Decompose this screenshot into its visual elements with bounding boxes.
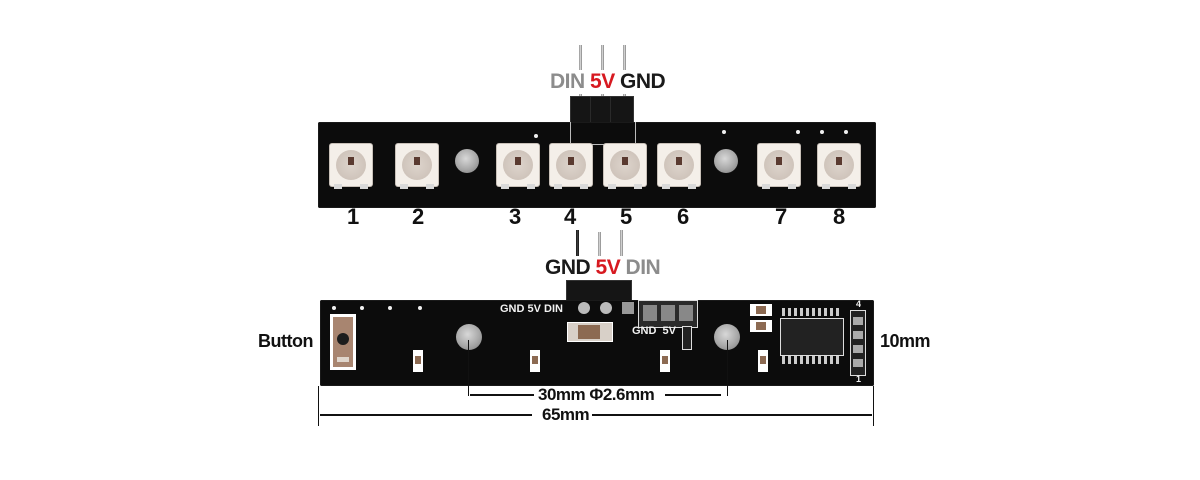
label-gnd: GND: [545, 256, 591, 279]
led-8: [818, 144, 860, 189]
silkscreen-jumper-labels: GND 5V: [632, 325, 677, 337]
via: [332, 306, 336, 310]
led-1: [330, 144, 372, 189]
led-number-5: 5: [620, 204, 632, 229]
capacitor: [567, 322, 613, 342]
button-label: Button: [258, 331, 313, 351]
top-connector-labels: DIN 5V GND: [548, 70, 668, 94]
mounting-hole: [714, 149, 738, 173]
via: [360, 306, 364, 310]
label-gnd: GND: [620, 70, 666, 93]
label-din: DIN: [625, 256, 661, 279]
bottom-view: GND 5V DIN Button 10mm GND 5V DIN: [0, 230, 1200, 480]
mounting-hole: [456, 324, 482, 350]
label-5v: 5V: [590, 70, 615, 93]
led-7: [758, 144, 800, 189]
solder-pad: [578, 302, 590, 314]
length-line-left: [320, 414, 532, 416]
tactile-button: [330, 314, 356, 370]
led-number-1: 1: [347, 204, 359, 229]
jumper-pads: [638, 300, 698, 328]
resistor: [750, 304, 772, 316]
pcb-bottom: GND 5V DIN GND 5V: [320, 299, 874, 386]
silkscreen-pin-labels: GND 5V DIN: [500, 303, 563, 315]
resistor: [660, 350, 670, 372]
resistor: [682, 326, 692, 350]
led-4: [550, 144, 592, 189]
led-number-2: 2: [412, 204, 424, 229]
led-number-3: 3: [509, 204, 521, 229]
via: [844, 130, 848, 134]
connector-pin-1: 1: [856, 374, 862, 384]
led-number-8: 8: [833, 204, 845, 229]
hole-spacing-line-left: [470, 394, 534, 396]
via: [534, 134, 538, 138]
label-din: DIN: [550, 70, 585, 93]
hole-spacing-tick-left: [468, 340, 469, 396]
via: [418, 306, 422, 310]
connector-pin-4: 4: [856, 299, 862, 309]
header-solder-area: [570, 122, 636, 145]
via: [722, 130, 726, 134]
via: [796, 130, 800, 134]
solder-pad: [622, 302, 634, 314]
resistor: [758, 350, 768, 372]
led-3: [497, 144, 539, 189]
hole-spacing-tick-right: [727, 340, 728, 396]
solder-pad: [600, 302, 612, 314]
led-number-4: 4: [564, 204, 576, 229]
led-number-7: 7: [775, 204, 787, 229]
resistor: [750, 320, 772, 332]
label-5v: 5V: [595, 256, 621, 279]
length-line-right: [592, 414, 872, 416]
resistor: [413, 350, 423, 372]
via: [820, 130, 824, 134]
led-2: [396, 144, 438, 189]
bottom-connector-labels: GND 5V DIN: [543, 256, 663, 280]
top-view: DIN 5V GND 1 2 3 4 5 6 7 8: [318, 45, 876, 229]
ic-chip: [780, 308, 844, 364]
led-5: [604, 144, 646, 189]
pcb-top: [318, 122, 876, 208]
length-label: 65mm: [542, 405, 590, 424]
height-label: 10mm: [880, 331, 931, 351]
via: [388, 306, 392, 310]
hole-spacing-label: 30mm Φ2.6mm: [538, 385, 655, 404]
length-tick-left: [318, 386, 319, 426]
led-number-6: 6: [677, 204, 689, 229]
mounting-hole: [455, 149, 479, 173]
side-connector: [850, 310, 866, 376]
hole-spacing-line-right: [665, 394, 721, 396]
led-6: [658, 144, 700, 189]
resistor: [530, 350, 540, 372]
length-tick-right: [873, 386, 874, 426]
